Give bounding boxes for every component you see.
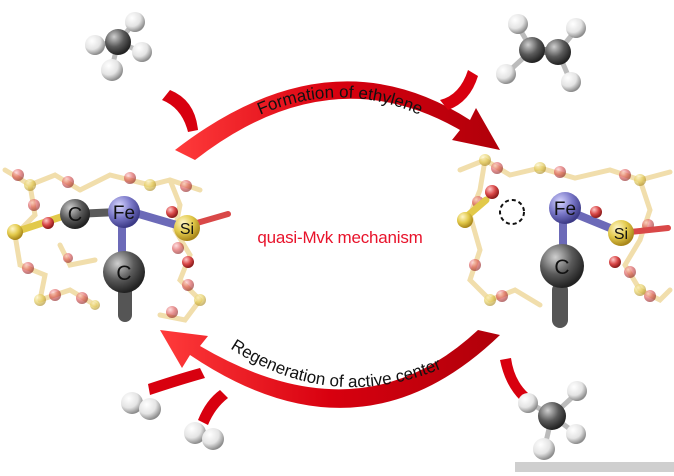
right-iron-atom (549, 192, 581, 224)
right-fe-label: Fe (554, 199, 576, 220)
left-iron-atom (108, 196, 140, 228)
left-si-label: Si (180, 221, 194, 238)
left-c-bottom-label: C (116, 262, 131, 285)
hydrogen-molecule-2 (184, 422, 224, 450)
bottom-curved-arrow: Regeneration of active center (148, 330, 528, 425)
oxygen-vacancy-marker (499, 199, 525, 225)
mechanism-label: quasi-Mvk mechanism (257, 228, 423, 247)
top-arrow-label: Formation of ethylene (254, 82, 425, 118)
right-si-label: Si (614, 226, 628, 243)
methane-molecule-top-left (85, 12, 152, 81)
left-bottom-carbon-atom (103, 251, 145, 293)
hydrogen-molecule-1 (121, 392, 161, 420)
left-c-label: C (68, 204, 82, 226)
right-c-label: C (554, 256, 569, 279)
top-curved-arrow: Formation of ethylene (162, 70, 500, 160)
left-carbon-atom (60, 199, 90, 229)
left-fe-label: Fe (113, 203, 135, 224)
right-active-site: Fe Si C (457, 154, 673, 328)
right-carbon-atom (540, 244, 584, 288)
right-silicon-atom (608, 220, 634, 246)
ethylene-molecule (496, 14, 586, 92)
left-active-site: C Fe Si C (2, 167, 231, 323)
left-silicon-atom (174, 215, 200, 241)
bottom-edge-strip (515, 462, 674, 472)
methane-molecule-bottom-right (518, 381, 587, 460)
